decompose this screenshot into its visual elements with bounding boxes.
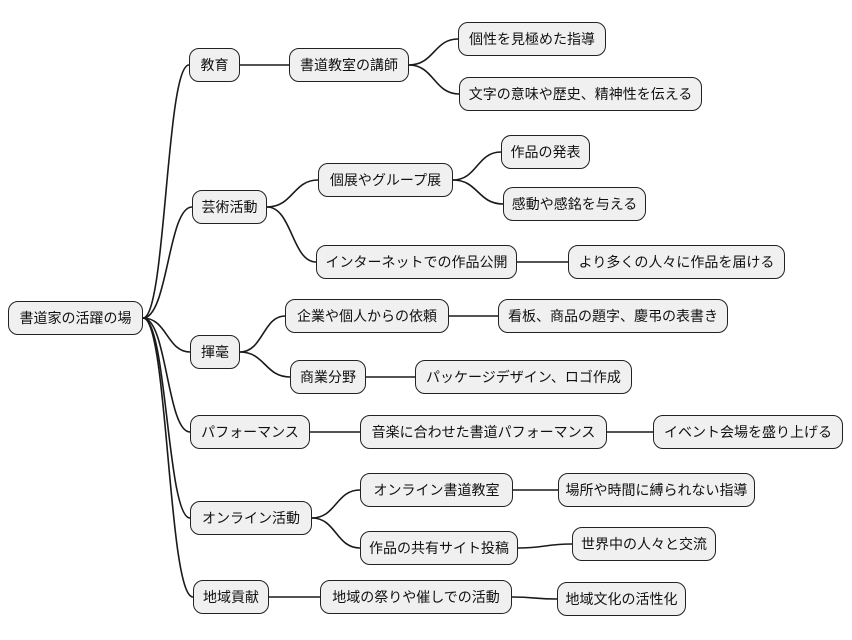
node-presenting-works: 作品の発表 xyxy=(501,135,590,169)
node-package-design-logo: パッケージデザイン、ロゴ作成 xyxy=(415,360,632,394)
node-interact-worldwide: 世界中の人々と交流 xyxy=(572,527,716,561)
edge-teacher-convey-meaning xyxy=(408,64,460,95)
node-kigo-commissioned-writing: 揮毫 xyxy=(190,335,240,369)
node-performance: パフォーマンス xyxy=(190,415,310,449)
node-publishing-works-online: インターネットでの作品公開 xyxy=(316,245,517,279)
node-signs-titles-formal-writing: 看板、商品の題字、慶弔の表書き xyxy=(498,299,728,333)
edge-online-posting-sites xyxy=(311,517,361,549)
node-energize-event-venues: イベント会場を盛り上げる xyxy=(653,415,843,449)
edge-festivals-revitalize-culture xyxy=(511,596,558,600)
edge-art-exhibitions xyxy=(266,179,319,208)
node-root: 書道家の活躍の場 xyxy=(8,301,143,335)
node-teaching-anywhere-anytime: 場所や時間に縛られない指導 xyxy=(558,473,755,507)
edge-root-online-activities xyxy=(142,317,191,519)
node-calligraphy-performance-music: 音楽に合わせた書道パフォーマンス xyxy=(360,415,607,449)
edge-exhibitions-presenting-works xyxy=(452,151,502,181)
node-local-festivals-events: 地域の祭りや催しでの活動 xyxy=(320,580,512,614)
node-education: 教育 xyxy=(189,48,240,82)
node-artistic-activities: 芸術活動 xyxy=(192,190,267,224)
edge-kigo-corporate-requests xyxy=(239,315,286,353)
node-online-calligraphy-class: オンライン書道教室 xyxy=(360,473,513,507)
edge-root-community-contribution xyxy=(142,317,194,598)
node-posting-to-sharing-sites: 作品の共有サイト投稿 xyxy=(360,531,518,565)
node-solo-group-exhibitions: 個展やグループ展 xyxy=(318,163,453,197)
node-corporate-individual-requests: 企業や個人からの依頼 xyxy=(285,299,449,333)
node-online-activities: オンライン活動 xyxy=(190,501,312,535)
node-reach-more-people: より多くの人々に作品を届ける xyxy=(568,245,785,279)
node-commercial-field: 商業分野 xyxy=(290,360,366,394)
edge-kigo-commercial-field xyxy=(239,351,291,378)
node-revitalize-local-culture: 地域文化の活性化 xyxy=(557,582,686,616)
edge-posting-worldwide-interaction xyxy=(517,543,573,549)
edge-art-internet-publishing xyxy=(266,206,317,263)
edge-root-kigo xyxy=(142,317,191,353)
node-impress-audience: 感動や感銘を与える xyxy=(503,187,646,221)
node-community-contribution: 地域貢献 xyxy=(193,580,269,614)
edge-root-education xyxy=(142,64,190,319)
node-calligraphy-school-teacher: 書道教室の講師 xyxy=(289,48,409,82)
node-individualized-guidance: 個性を見極めた指導 xyxy=(458,22,606,56)
node-convey-meaning-history: 文字の意味や歴史、精神性を伝える xyxy=(459,77,702,111)
edge-exhibitions-impress xyxy=(452,179,504,205)
edge-root-performance xyxy=(142,317,191,433)
edge-online-class xyxy=(311,489,361,519)
edge-teacher-individualized-guidance xyxy=(408,38,459,66)
edge-root-artistic-activities xyxy=(142,206,193,319)
